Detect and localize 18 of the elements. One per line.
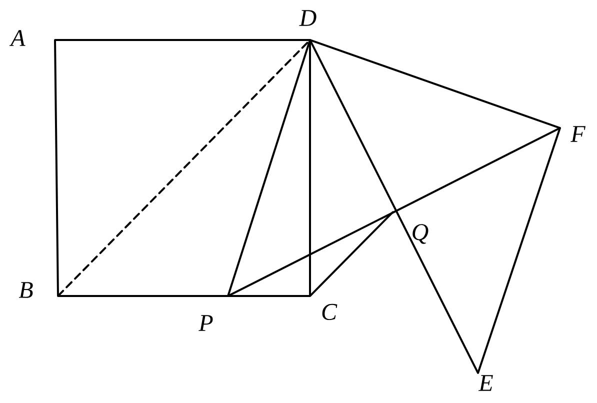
line-segment bbox=[54, 39, 59, 297]
line-segment bbox=[227, 127, 561, 297]
point-label: Q bbox=[412, 224, 428, 244]
dashed-line bbox=[57, 39, 311, 297]
line-segment bbox=[309, 39, 479, 374]
point-label: E bbox=[478, 375, 493, 391]
point-label: B bbox=[18, 282, 33, 298]
point-label: P bbox=[198, 315, 213, 331]
point-label: A bbox=[9, 30, 26, 46]
point-label: F bbox=[570, 126, 586, 142]
point-label: D bbox=[299, 10, 316, 26]
line-segment bbox=[309, 211, 394, 297]
line-segment bbox=[57, 294, 311, 297]
line-segment bbox=[227, 39, 311, 297]
line-segment bbox=[54, 39, 311, 41]
line-segment bbox=[477, 127, 561, 374]
point-label: C bbox=[322, 304, 338, 320]
line-segment bbox=[309, 39, 561, 129]
